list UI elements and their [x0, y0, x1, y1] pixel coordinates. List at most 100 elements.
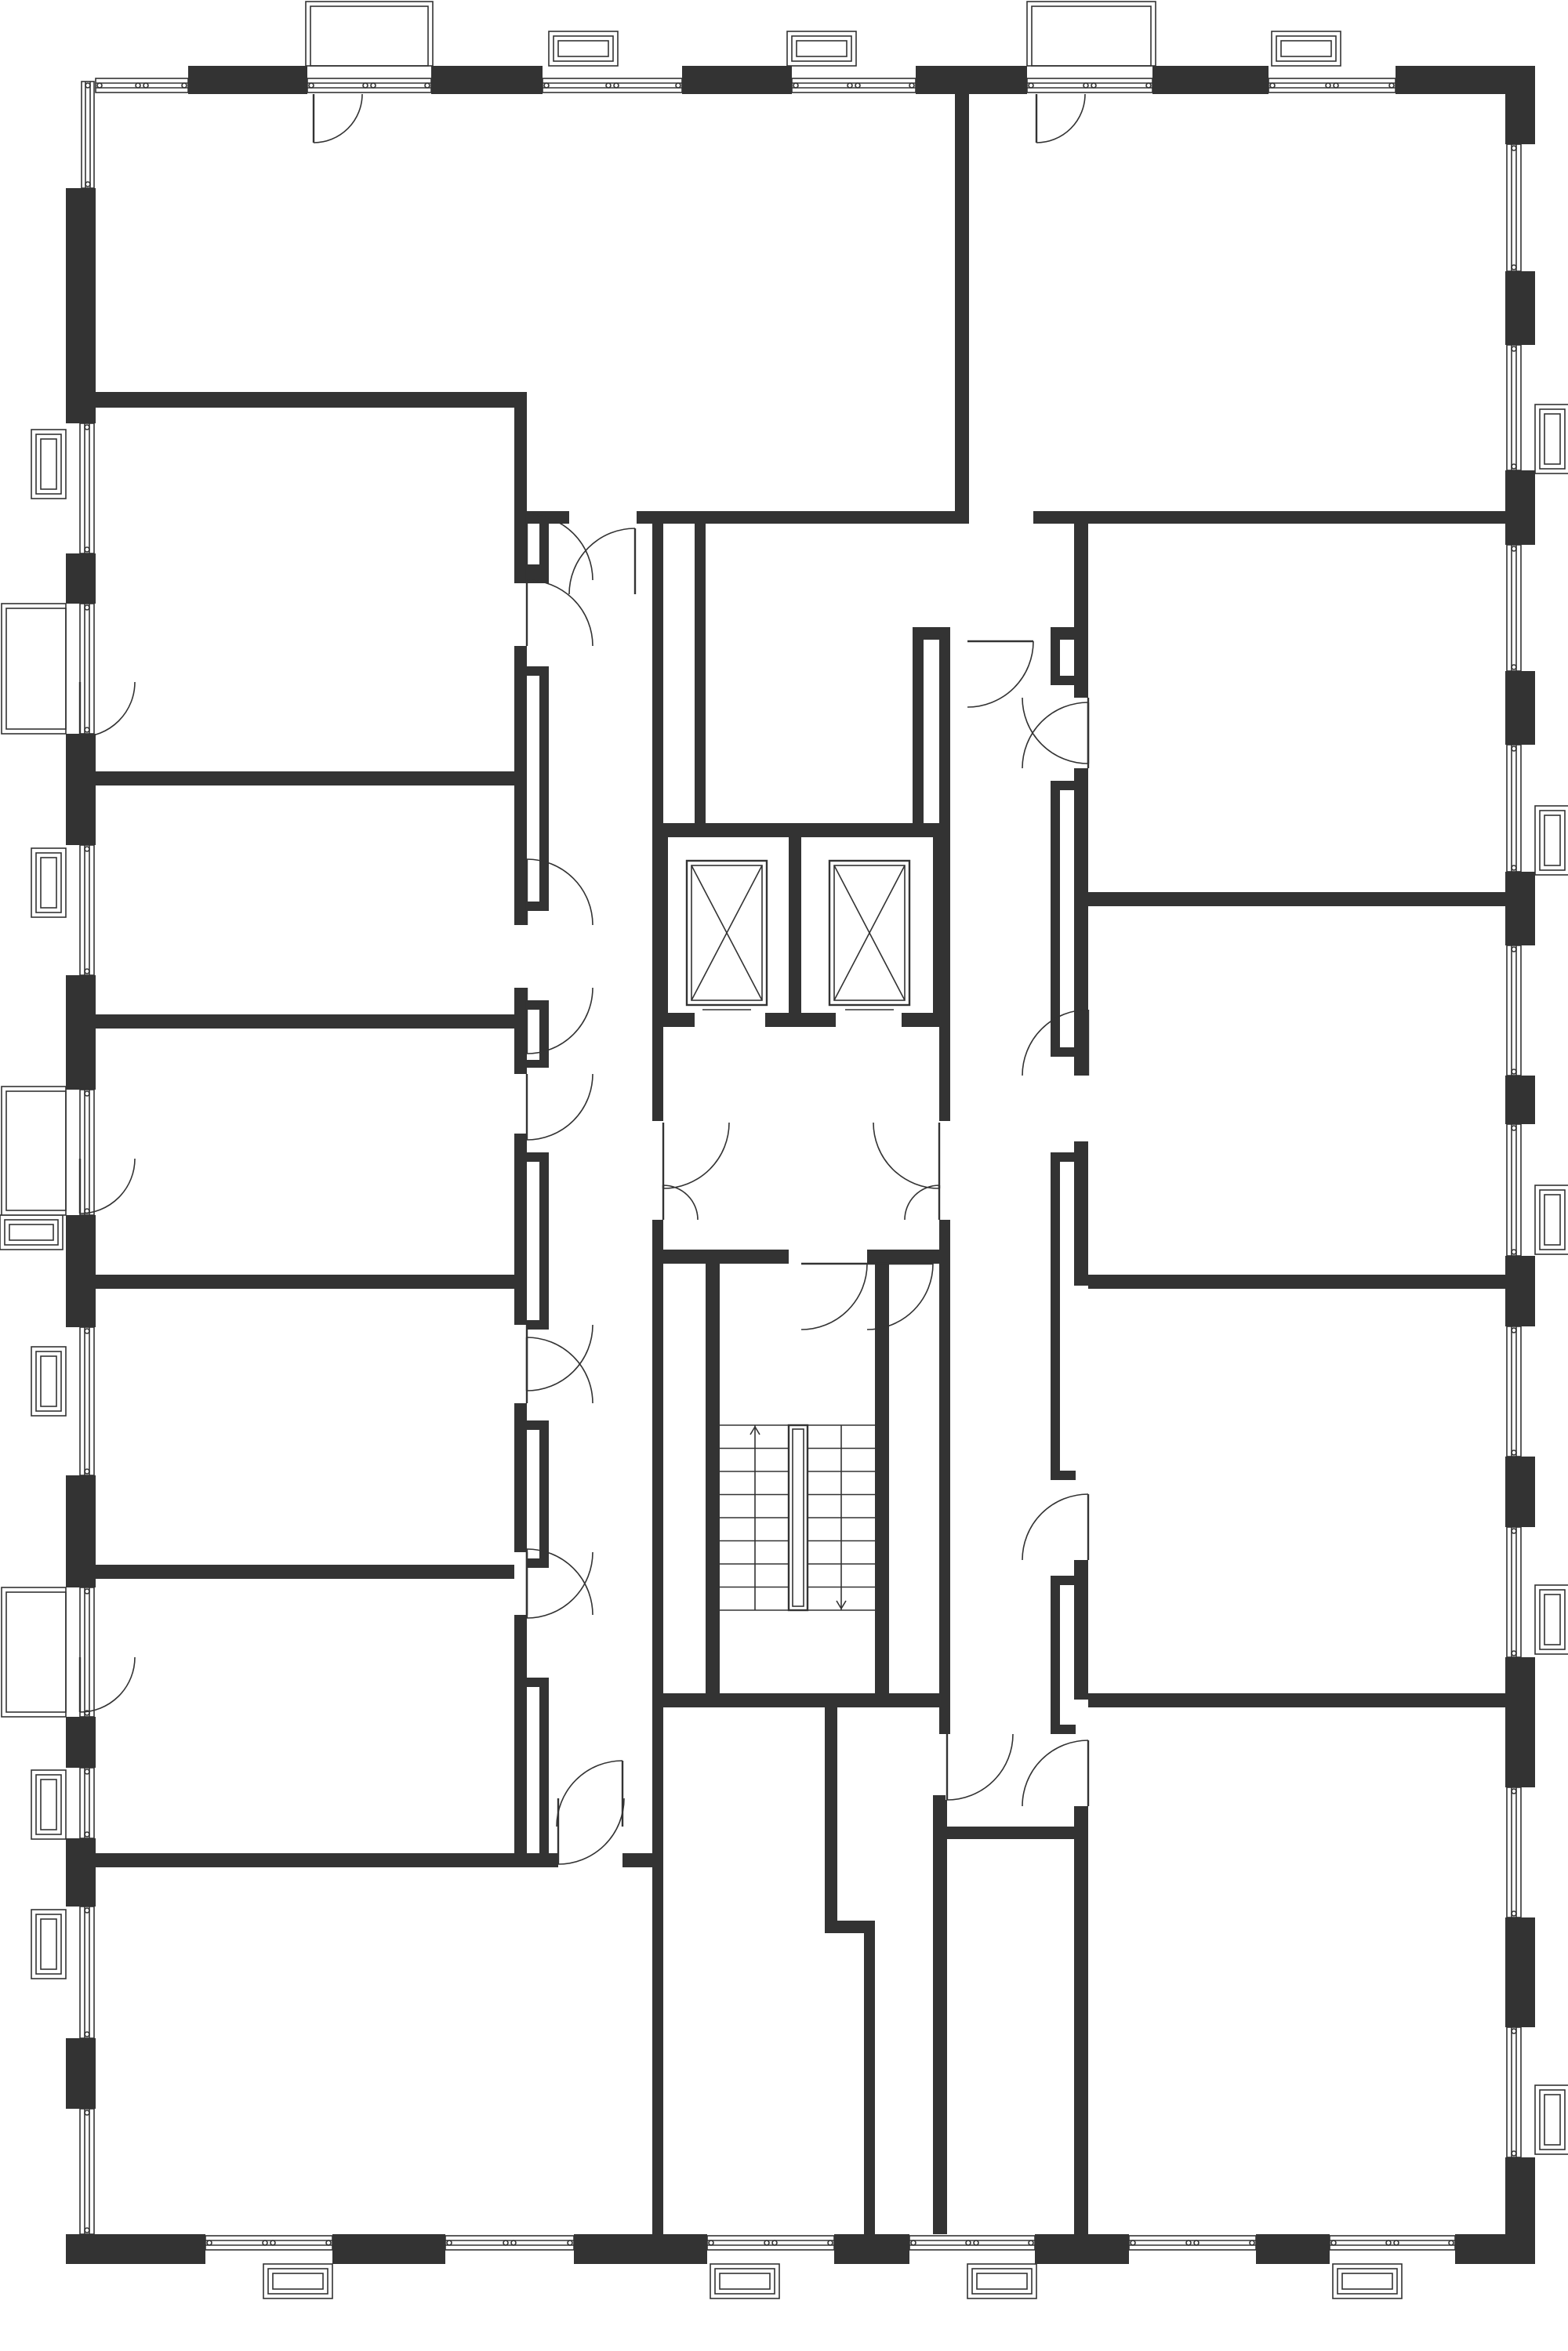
door-swing-icon: [904, 1185, 941, 1221]
door-swing-icon: [946, 1733, 1014, 1801]
wall-segment: [662, 826, 668, 1016]
door-swing-icon: [662, 1122, 730, 1189]
wall-segment: [1074, 768, 1088, 1076]
wall-segment: [913, 627, 924, 825]
wall-segment: [789, 823, 801, 1019]
wall-segment: [1051, 1152, 1060, 1480]
wall-segment: [706, 1262, 720, 1700]
windows-layer: [0, 1, 1568, 2299]
wall-segment: [431, 66, 543, 94]
planter-icon: [31, 429, 67, 499]
window-icon: [79, 1089, 95, 1216]
wall-segment: [1505, 2157, 1535, 2264]
wall-segment: [514, 646, 527, 925]
door-swing-icon: [866, 1262, 934, 1330]
wall-segment: [663, 1013, 695, 1027]
wall-segment: [1505, 66, 1535, 144]
wall-segment: [1088, 892, 1505, 906]
wall-segment: [66, 1838, 96, 1907]
wall-segment: [663, 1250, 789, 1264]
wall-segment: [1505, 872, 1535, 945]
wall-segment: [1033, 511, 1505, 524]
wall-segment: [539, 1000, 549, 1066]
wall-segment: [96, 1853, 514, 1867]
wall-segment: [1505, 671, 1535, 745]
wall-segment: [1051, 781, 1060, 1057]
window-icon: [445, 2235, 575, 2251]
wall-segment: [913, 627, 950, 640]
wall-segment: [527, 1558, 549, 1568]
wall-segment: [1074, 524, 1088, 698]
window-icon: [1506, 2026, 1522, 2158]
window-icon: [79, 1326, 95, 1476]
door-swing-icon: [312, 93, 363, 143]
planter-icon: [967, 2263, 1037, 2299]
wall-segment: [539, 666, 549, 909]
window-icon: [79, 844, 95, 976]
planter-icon: [31, 847, 67, 918]
door-swing-icon: [1022, 702, 1090, 769]
planter-icon: [31, 1346, 67, 1417]
wall-segment: [514, 1403, 527, 1552]
door-swing-icon: [525, 1073, 593, 1141]
door-swing-icon: [525, 987, 593, 1054]
window-icon: [79, 603, 95, 735]
walls-layer: [66, 66, 1535, 2264]
wall-segment: [695, 524, 706, 825]
wall-segment: [514, 988, 527, 1074]
window-icon: [1506, 945, 1522, 1076]
wall-segment: [1505, 271, 1535, 345]
wall-segment: [539, 1678, 549, 1867]
door-swing-icon: [1022, 697, 1090, 764]
wall-segment: [1051, 676, 1076, 685]
window-icon: [1128, 2235, 1257, 2251]
door-swing-icon: [525, 1324, 593, 1391]
door-swing-icon: [556, 1760, 624, 1827]
door-swing-icon: [525, 513, 593, 581]
wall-segment: [1051, 627, 1076, 640]
wall-segment: [1074, 1560, 1088, 1700]
wall-segment: [1152, 66, 1269, 94]
window-icon: [79, 2108, 95, 2235]
wall-segment: [939, 1220, 950, 1734]
window-icon: [706, 2235, 835, 2251]
window-icon: [1506, 1526, 1522, 1658]
planter-icon: [1271, 31, 1341, 67]
window-icon: [1329, 2235, 1456, 2251]
window-icon: [1506, 1123, 1522, 1257]
window-icon: [79, 1767, 95, 1839]
wall-segment: [939, 823, 950, 1121]
planter-icon: [1534, 1584, 1568, 1655]
wall-segment: [834, 2234, 909, 2264]
wall-segment: [652, 524, 663, 1121]
door-swing-icon: [525, 1548, 593, 1616]
wall-segment: [933, 1800, 947, 2234]
wall-segment: [527, 1320, 549, 1330]
wall-segment: [1074, 1806, 1088, 2234]
wall-segment: [514, 571, 549, 583]
wall-segment: [66, 553, 96, 604]
wall-segment: [1505, 1076, 1535, 1124]
elevator-shaft-icon: [828, 859, 911, 1010]
wall-segment: [188, 66, 307, 94]
door-swing-icon: [568, 528, 637, 595]
wall-segment: [1051, 1576, 1060, 1734]
door-swing-icon: [78, 681, 136, 738]
planter-icon: [1534, 404, 1568, 474]
window-icon: [1506, 1326, 1522, 1457]
bay-window-icon: [1, 1086, 67, 1216]
building-core: [685, 859, 911, 1612]
wall-segment: [539, 1420, 549, 1565]
wall-segment: [939, 627, 950, 825]
wall-segment: [1505, 470, 1535, 545]
window-icon: [909, 2235, 1036, 2251]
wall-segment: [875, 1262, 889, 1700]
wall-segment: [663, 1693, 939, 1707]
door-swing-icon: [873, 1122, 941, 1189]
planter-icon: [31, 1909, 67, 1979]
planter-icon: [1534, 2084, 1568, 2155]
wall-segment: [864, 1921, 875, 2234]
planter-icon: [548, 31, 619, 67]
door-swing-icon: [800, 1262, 868, 1330]
wall-segment: [514, 392, 527, 580]
